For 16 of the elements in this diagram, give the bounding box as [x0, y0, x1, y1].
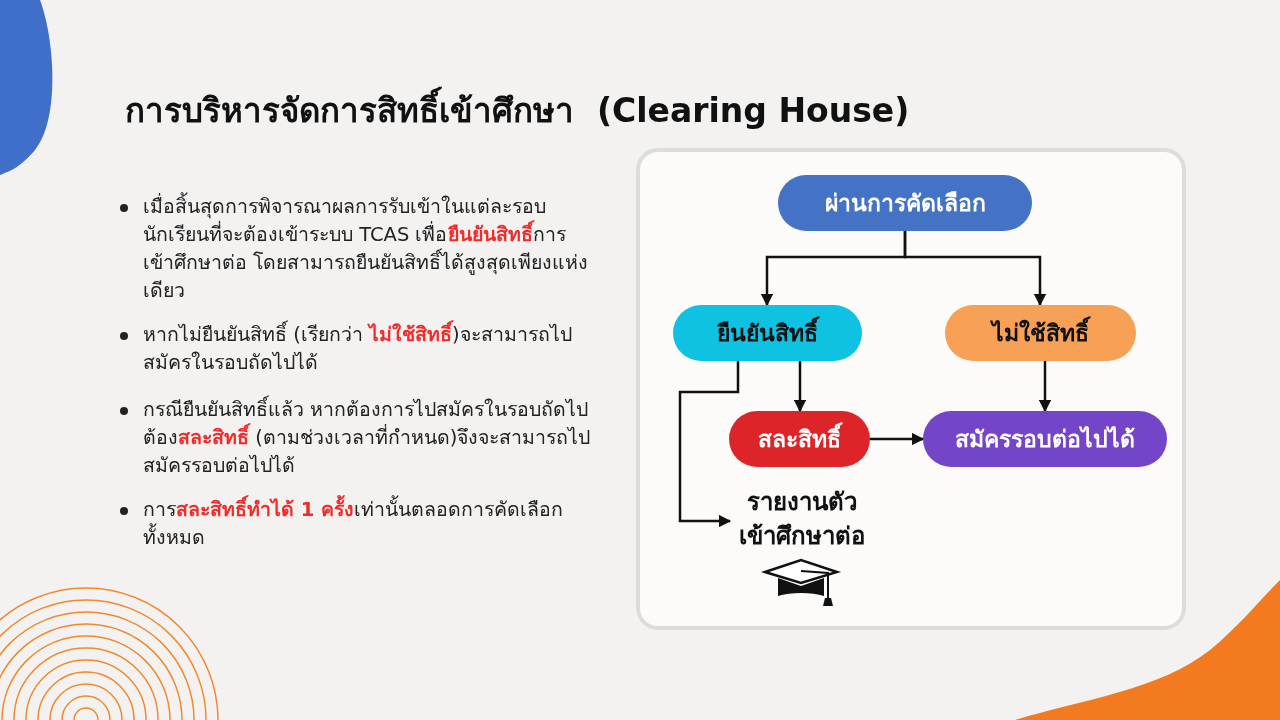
process-box: ผ่านการคัดเลือก: [778, 175, 1032, 231]
process-box: สมัครรอบต่อไปได้: [923, 411, 1167, 467]
bullet-text: หากไม่ยืนยันสิทธิ์ (เรียกว่า ไม่ใช้สิทธิ์)จะสามารถไปสมัครในรอบถัดไปได้: [143, 321, 595, 377]
outcome-text: รายงานตัวเข้าศึกษาต่อ: [730, 484, 874, 554]
title: การบริหารจัดการสิทธิ์เข้าศึกษา (Clearing House): [125, 84, 910, 137]
process-box: ยืนยันสิทธิ์: [673, 305, 862, 361]
arrow: [678, 361, 740, 528]
bullet-text: การสละสิทธิ์ทำได้ 1 ครั้งเท่านั้นตลอดการคัดเลือกทั้งหมด: [143, 496, 595, 552]
arrow: [870, 432, 925, 446]
arrow: [903, 231, 1047, 307]
process-box: สละสิทธิ์: [729, 411, 870, 467]
bullet-text: เมื่อสิ้นสุดการพิจารณาผลการรับเข้าในแต่ละรอบนักเรียนที่จะต้องเข้าระบบ TCAS เพื่อยืนยันสิทธิ์การเข้าศึกษาต่อ โดยสามารถยืนยันสิทธิ์ได้สูงสุดเพียงแห่งเดียว: [143, 193, 595, 305]
bullet-text: กรณียืนยันสิทธิ์แล้ว หากต้องการไปสมัครในรอบถัดไปต้องสละสิทธิ์ (ตามช่วงเวลาที่กำหนด)จึงจะสามารถไปสมัครรอบต่อไปได้: [143, 396, 595, 480]
arrow: [1038, 361, 1052, 413]
process-box: ไม่ใช้สิทธิ์: [945, 305, 1136, 361]
arrow: [793, 361, 807, 413]
